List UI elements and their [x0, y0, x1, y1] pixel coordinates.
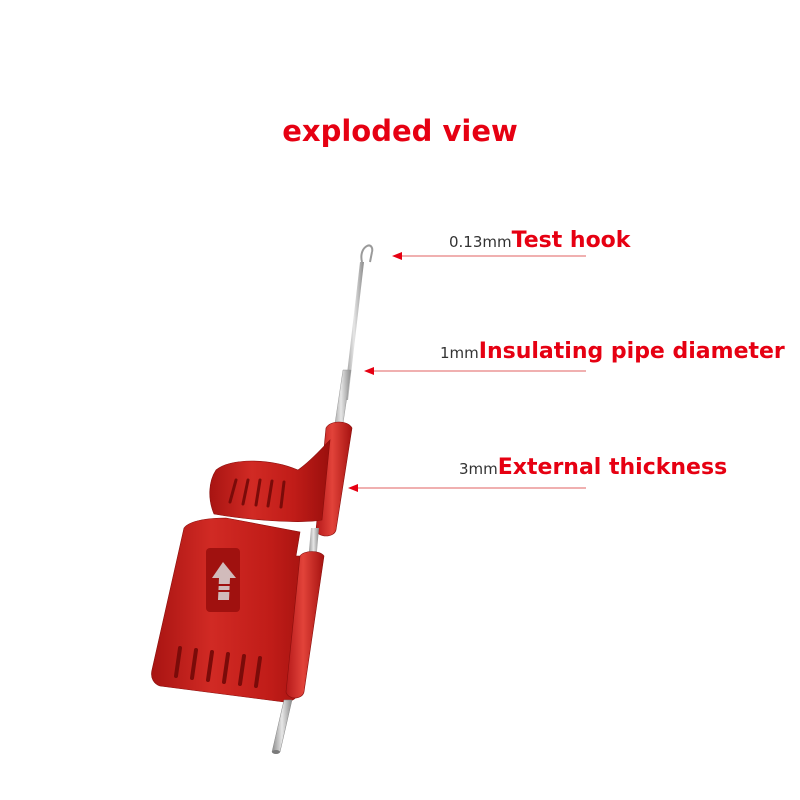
bottom-pin-end [272, 750, 280, 754]
leader-line-external-thickness [348, 484, 586, 492]
callout-external-thickness-dimension: 3mm [459, 460, 498, 478]
callout-external-thickness-label: External thickness [497, 455, 728, 480]
grip-ridges [174, 646, 262, 688]
callout-test-hook-label: Test hook [511, 228, 631, 253]
callout-insulating-pipe-label: Insulating pipe diameter [478, 339, 785, 364]
red-lever [209, 439, 331, 522]
leader-line-test-hook [392, 252, 586, 260]
diagram-title: exploded view [282, 114, 518, 148]
thin-wire [344, 262, 364, 400]
callout-insulating-pipe-dimension: 1mm [440, 344, 479, 362]
red-lower-tube [285, 551, 325, 699]
callout-test-hook-dimension: 0.13mm [449, 233, 512, 251]
slide-arrow-icon [206, 548, 240, 612]
leader-line-insulating-pipe [364, 367, 586, 375]
bottom-pin [271, 699, 293, 753]
lever-ridges [228, 478, 286, 509]
test-hook-tip [360, 244, 374, 263]
